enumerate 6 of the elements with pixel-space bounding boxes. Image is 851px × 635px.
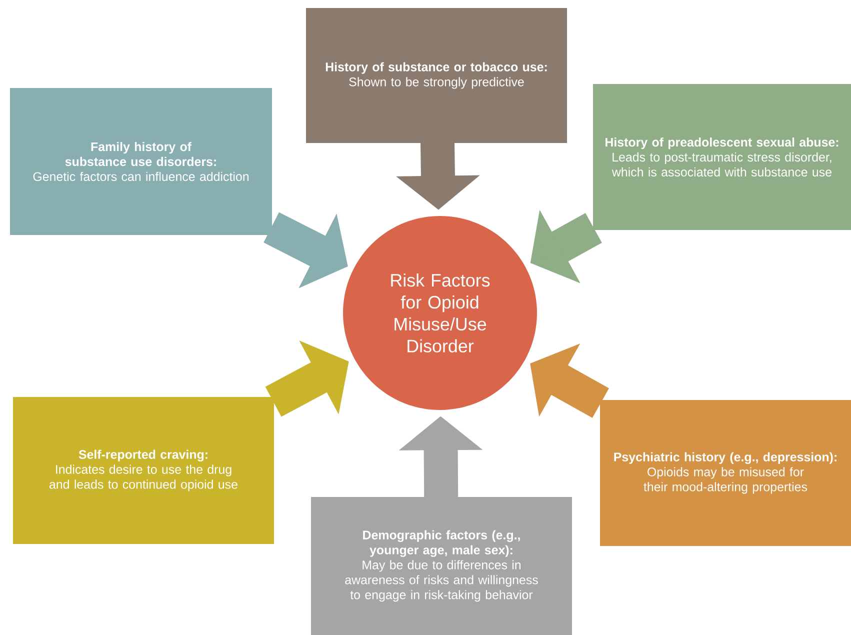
factor-box: Demographic factors (e.g., younger age, male sex): May be due to differences in awareness of risks and willingness to engage in risk-taking behavior: [311, 497, 572, 635]
factor-box: Self-reported craving: Indicates desire to use the drug and leads to continued opioid use: [13, 397, 274, 544]
factor-box: History of preadolescent sexual abuse: Leads to post-traumatic stress disorder, which is associated with substance use: [593, 84, 851, 230]
factor-box: Psychiatric history (e.g., depression): Opioids may be misused for their mood-altering properties: [600, 400, 851, 546]
factor-box: History of substance or tobacco use: Shown to be strongly predictive: [306, 8, 567, 143]
factor-box: Family history of substance use disorders: Genetic factors can influence addiction: [10, 88, 272, 235]
